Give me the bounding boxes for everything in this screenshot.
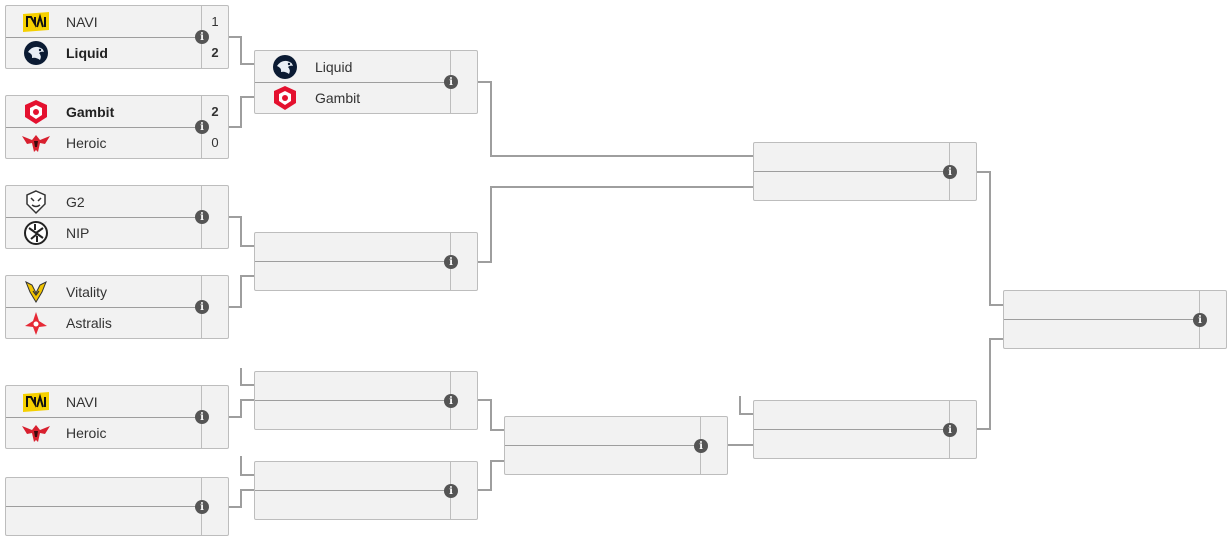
- team-slot-bottom[interactable]: Heroic: [6, 128, 201, 158]
- team-name: Heroic: [66, 425, 107, 441]
- info-icon[interactable]: i: [943, 165, 957, 179]
- team-slot-bottom[interactable]: [255, 401, 450, 429]
- team-slot-bottom[interactable]: [754, 172, 949, 200]
- team-slot-bottom[interactable]: Heroic: [6, 418, 201, 448]
- team-slot-bottom[interactable]: Liquid: [6, 38, 201, 68]
- team-slot-bottom[interactable]: [505, 446, 700, 474]
- connector-line-12: [478, 460, 504, 491]
- g2-logo-icon: [21, 187, 51, 217]
- team-name: Astralis: [66, 315, 112, 331]
- team-slot-top[interactable]: Liquid: [255, 51, 450, 83]
- heroic-logo-icon: [21, 128, 51, 158]
- connector-line-4: [229, 275, 254, 308]
- team-slot-bottom[interactable]: NIP: [6, 218, 201, 248]
- connector-line-6: [240, 368, 254, 386]
- match-r4-1[interactable]: [753, 142, 977, 201]
- info-icon[interactable]: i: [195, 300, 209, 314]
- team-slot-bottom[interactable]: [1004, 320, 1199, 348]
- match-r2-1[interactable]: Liquid Gambit: [254, 50, 478, 114]
- score-top: 1: [211, 14, 219, 29]
- team-slot-top[interactable]: G2: [6, 186, 201, 218]
- team-slot-top[interactable]: Gambit: [6, 96, 201, 128]
- connector-line-11: [478, 399, 504, 431]
- nip-logo-icon: [21, 218, 51, 248]
- team-slot-top[interactable]: NAVI: [6, 6, 201, 38]
- team-slot-top[interactable]: [255, 233, 450, 262]
- connector-line-2: [229, 96, 254, 128]
- team-name: NAVI: [66, 393, 98, 410]
- team-slot-bottom[interactable]: [6, 507, 201, 535]
- match-r1-3[interactable]: G2 NIP: [5, 185, 229, 249]
- connector-line-3: [229, 216, 254, 247]
- team-name: Gambit: [66, 103, 115, 120]
- team-slot-top[interactable]: [255, 462, 450, 491]
- team-slot-top[interactable]: [255, 372, 450, 401]
- team-slot-top[interactable]: [1004, 291, 1199, 320]
- match-r1-1[interactable]: NAVI Liquid 1 2: [5, 5, 229, 69]
- team-slot-top[interactable]: [754, 143, 949, 172]
- team-slot-bottom[interactable]: [255, 262, 450, 290]
- team-slot-bottom[interactable]: [255, 491, 450, 519]
- match-r2-2[interactable]: [254, 232, 478, 291]
- info-icon[interactable]: i: [1193, 313, 1207, 327]
- connector-line-1: [229, 36, 254, 65]
- connector-line-7: [229, 489, 254, 508]
- gambit-logo-icon: [270, 83, 300, 113]
- info-icon[interactable]: i: [195, 210, 209, 224]
- team-slot-bottom[interactable]: Astralis: [6, 308, 201, 338]
- team-name: NAVI: [66, 13, 98, 30]
- connector-line-16: [977, 338, 1003, 430]
- team-slot-bottom[interactable]: Gambit: [255, 83, 450, 113]
- connector-line-10: [478, 186, 753, 263]
- team-name: Heroic: [66, 135, 107, 151]
- match-r2-3[interactable]: [254, 371, 478, 430]
- info-icon[interactable]: i: [943, 423, 957, 437]
- team-name: G2: [66, 193, 85, 210]
- match-r2-4[interactable]: [254, 461, 478, 520]
- match-r5-1[interactable]: [1003, 290, 1227, 349]
- connector-line-8: [240, 456, 254, 476]
- info-icon[interactable]: i: [694, 439, 708, 453]
- match-r3-1[interactable]: [504, 416, 728, 475]
- match-r1-4[interactable]: Vitality Astralis: [5, 275, 229, 339]
- team-slot-top[interactable]: Vitality: [6, 276, 201, 308]
- match-r4-2[interactable]: [753, 400, 977, 459]
- info-icon[interactable]: i: [444, 394, 458, 408]
- connector-line-5: [229, 399, 254, 418]
- navi-logo-icon: [21, 387, 51, 417]
- info-icon[interactable]: i: [195, 120, 209, 134]
- gambit-logo-icon: [21, 97, 51, 127]
- vitality-logo-icon: [21, 277, 51, 307]
- team-name: Liquid: [315, 58, 353, 75]
- team-name: NIP: [66, 225, 90, 241]
- team-slot-top[interactable]: [6, 478, 201, 507]
- match-r1-2[interactable]: Gambit Heroic 2 0: [5, 95, 229, 159]
- info-icon[interactable]: i: [444, 484, 458, 498]
- match-r1-5[interactable]: NAVI Heroic: [5, 385, 229, 449]
- score-top: 2: [211, 104, 219, 119]
- connector-line-14: [739, 396, 753, 415]
- team-slot-top[interactable]: [505, 417, 700, 446]
- info-icon[interactable]: i: [195, 30, 209, 44]
- connector-line-15: [977, 171, 1003, 306]
- team-slot-top[interactable]: [754, 401, 949, 430]
- team-name: Vitality: [66, 283, 107, 300]
- liquid-logo-icon: [270, 52, 300, 82]
- team-slot-top[interactable]: NAVI: [6, 386, 201, 418]
- info-icon[interactable]: i: [444, 75, 458, 89]
- navi-logo-icon: [21, 7, 51, 37]
- team-slot-bottom[interactable]: [754, 430, 949, 458]
- info-icon[interactable]: i: [444, 255, 458, 269]
- info-icon[interactable]: i: [195, 410, 209, 424]
- score-bottom: 0: [211, 135, 219, 150]
- heroic-logo-icon: [21, 418, 51, 448]
- astralis-logo-icon: [21, 308, 51, 338]
- liquid-logo-icon: [21, 38, 51, 68]
- team-name: Gambit: [315, 90, 361, 106]
- team-name: Liquid: [66, 45, 108, 61]
- score-bottom: 2: [211, 45, 219, 60]
- connector-line-9: [478, 81, 753, 157]
- info-icon[interactable]: i: [195, 500, 209, 514]
